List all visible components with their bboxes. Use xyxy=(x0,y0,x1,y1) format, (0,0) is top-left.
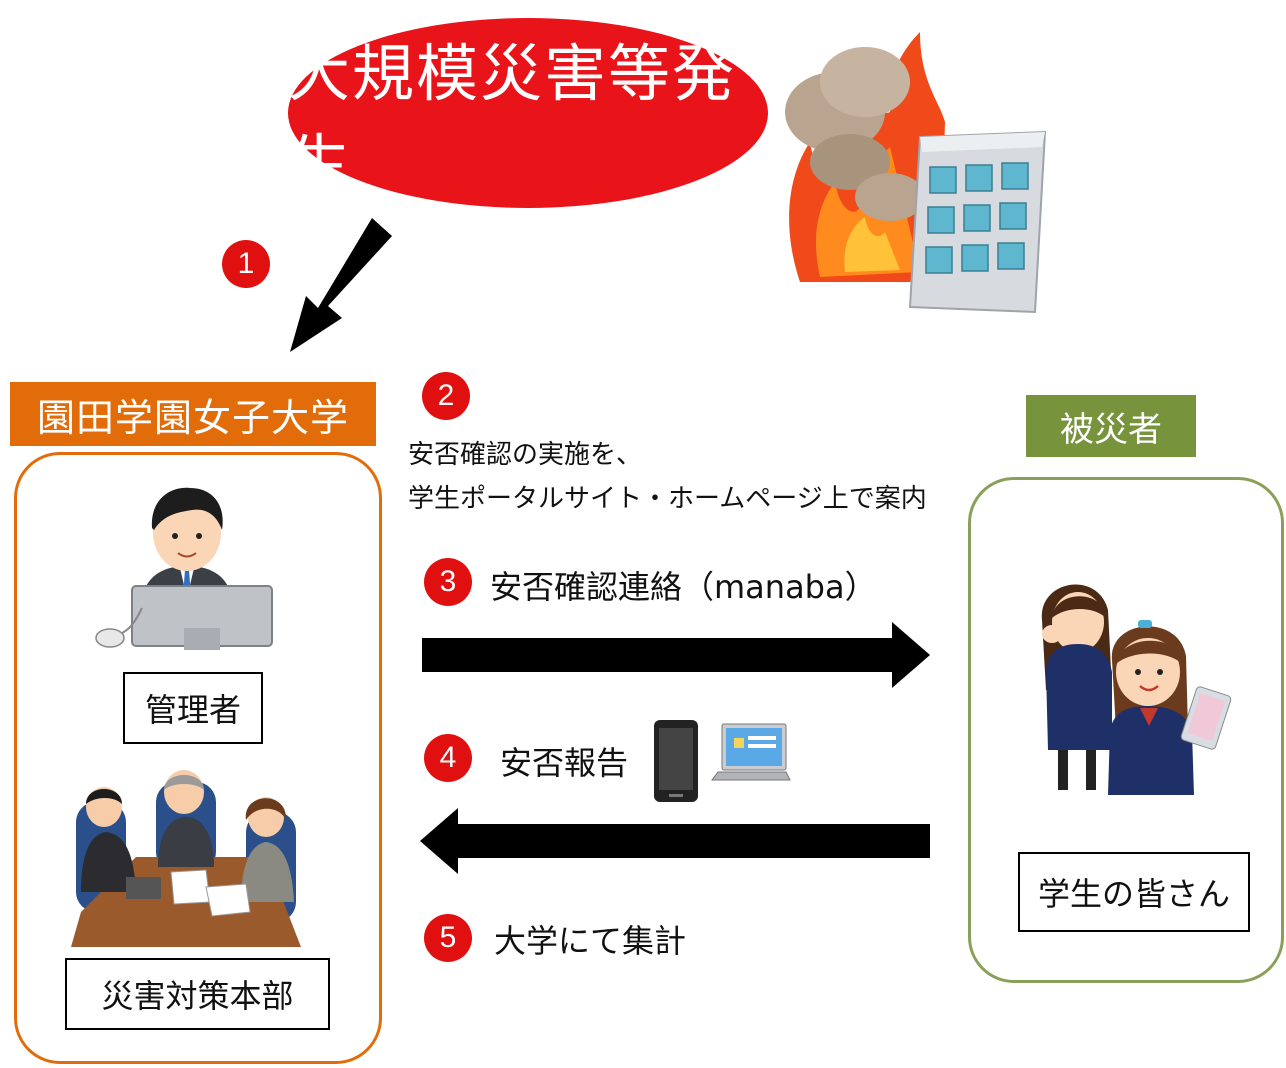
step-2-text-line-1: 安否確認の実施を、 xyxy=(408,440,643,470)
admin-label-box: 管理者 xyxy=(123,672,263,744)
step-2-text-line-2: 学生ポータルサイト・ホームページ上で案内 xyxy=(408,484,927,514)
meeting-icon xyxy=(71,770,301,947)
university-header: 園田学園女子大学 xyxy=(10,382,376,446)
disaster-ellipse: 大規模災害等発生 xyxy=(288,18,768,208)
burning-building-icon xyxy=(785,32,1047,314)
students-icon xyxy=(1041,584,1232,795)
victims-box xyxy=(968,477,1284,983)
office-worker-icon xyxy=(95,487,273,650)
university-box xyxy=(14,452,382,1064)
step-1-number: 1 xyxy=(237,247,255,280)
victims-header: 被災者 xyxy=(1026,395,1196,457)
step-2-badge: 2 xyxy=(422,372,470,420)
step-4-text: 安否報告 xyxy=(500,744,629,782)
hq-label-box: 災害対策本部 xyxy=(65,958,330,1030)
step-5-badge: 5 xyxy=(424,914,472,962)
step-5-number: 5 xyxy=(439,921,457,954)
smartphone-icon xyxy=(654,720,698,802)
step-3-number: 3 xyxy=(439,565,457,598)
step-4-badge: 4 xyxy=(424,734,472,782)
step-3-badge: 3 xyxy=(424,558,472,606)
step-3-arrow-right xyxy=(422,622,930,688)
laptop-icon xyxy=(711,723,791,781)
step-4-number: 4 xyxy=(439,741,457,774)
disaster-label: 大規模災害等発生 xyxy=(288,37,737,200)
step-3-text: 安否確認連絡（manaba） xyxy=(490,568,877,606)
step-4-arrow-left xyxy=(420,808,930,874)
step-5-text: 大学にて集計 xyxy=(494,922,687,960)
step-2-number: 2 xyxy=(437,379,455,412)
students-label-box: 学生の皆さん xyxy=(1018,852,1250,932)
step-1-badge: 1 xyxy=(222,240,270,288)
step-1-arrow xyxy=(290,218,392,352)
